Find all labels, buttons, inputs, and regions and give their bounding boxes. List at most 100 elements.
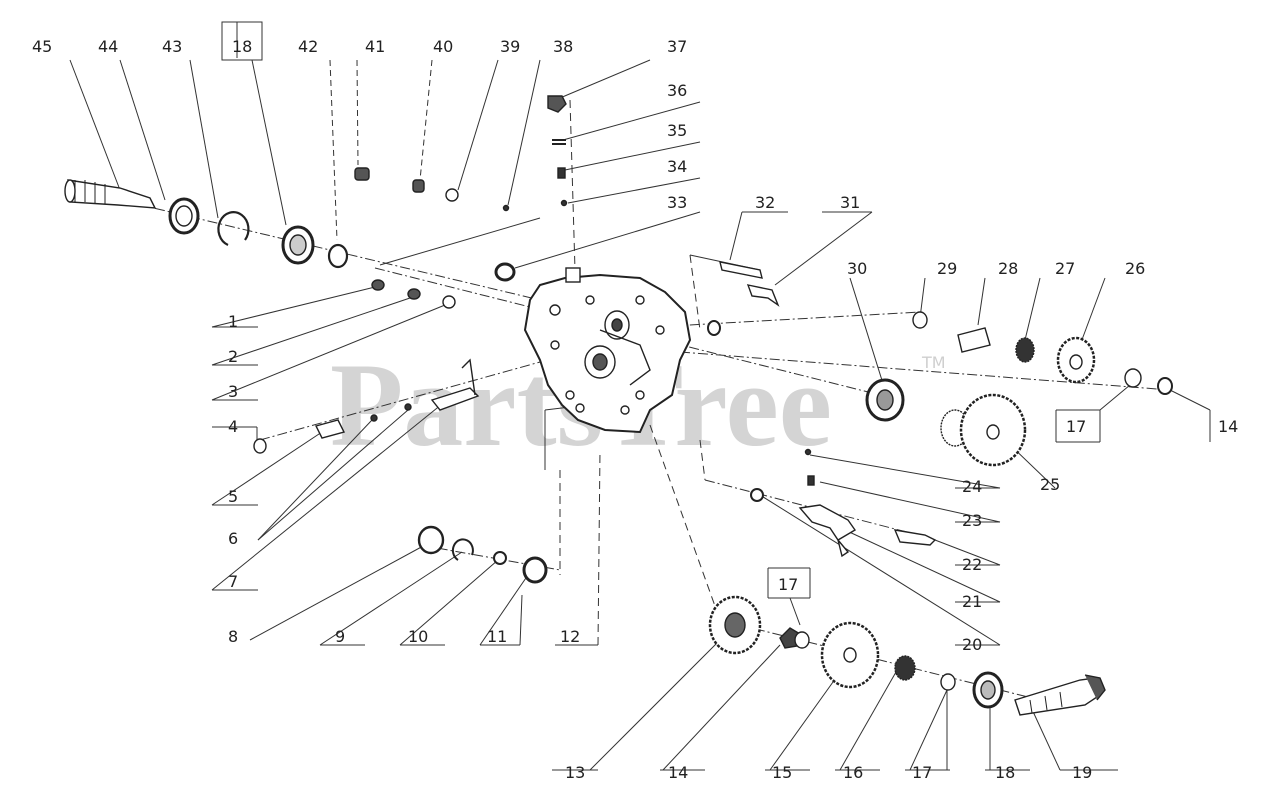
- cluster-gear-25: [940, 393, 1027, 467]
- shaft-19: [1014, 674, 1106, 716]
- callout-45: 45: [32, 37, 52, 56]
- callout-23: 23: [962, 511, 982, 530]
- callout-16: 16: [843, 763, 863, 782]
- callout-9: 9: [335, 627, 345, 646]
- shift-rod-22: [893, 529, 937, 546]
- bearing-8: [417, 525, 445, 555]
- plug-2: [407, 288, 421, 300]
- spacer-40: [412, 179, 425, 193]
- plug-1: [371, 279, 385, 291]
- callout-21: 21: [962, 592, 982, 611]
- callout-13: 13: [565, 763, 585, 782]
- callout-40: 40: [433, 37, 453, 56]
- shift-fork-31: [746, 284, 780, 307]
- washer-42: [327, 243, 349, 269]
- shift-shaft-7: [430, 387, 480, 411]
- ball-38: [502, 204, 510, 212]
- callout-20: 20: [962, 635, 982, 654]
- callout-31: 31: [840, 193, 860, 212]
- callout-43: 43: [162, 37, 182, 56]
- callout-38: 38: [553, 37, 573, 56]
- callout-17: 17: [912, 763, 932, 782]
- gear-15: [820, 621, 880, 689]
- shaft-28: [957, 327, 991, 353]
- shift-fork-21: [798, 504, 857, 541]
- callout-30: 30: [847, 259, 867, 278]
- washer-29: [912, 311, 928, 329]
- ball-34: [560, 199, 568, 207]
- callout-42: 42: [298, 37, 318, 56]
- pin-35: [557, 167, 566, 179]
- callout-17-boxed-right: 17: [1066, 417, 1086, 436]
- washer-17-bottom: [940, 673, 956, 691]
- callout-2: 2: [228, 347, 238, 366]
- parts: [64, 95, 1173, 716]
- sleeve-5: [314, 419, 346, 439]
- callout-32: 32: [755, 193, 775, 212]
- callout-18-boxed-top: 18: [232, 37, 252, 56]
- bolt-37: [547, 95, 567, 113]
- callout-35: 35: [667, 121, 687, 140]
- gear-13: [708, 595, 762, 655]
- leader-lines: [69, 21, 1211, 771]
- callout-labels: 45 44 43 18 42 41 40 39 38 37 36 35 34 3…: [32, 37, 1238, 782]
- callout-33: 33: [667, 193, 687, 212]
- washer-17-mid: [794, 631, 810, 649]
- callout-3: 3: [228, 382, 238, 401]
- callout-24: 24: [962, 477, 982, 496]
- callout-7: 7: [228, 572, 238, 591]
- spring-36: [552, 139, 566, 145]
- watermark-tm: TM: [921, 353, 946, 372]
- callout-6: 6: [228, 529, 238, 548]
- ring-32: [707, 320, 721, 336]
- retaining-ring-9: [451, 538, 474, 561]
- ball-6: [370, 414, 378, 422]
- callout-36: 36: [667, 81, 687, 100]
- callout-8: 8: [228, 627, 238, 646]
- bearing-11: [522, 556, 548, 584]
- retaining-ring-43: [217, 211, 250, 247]
- callout-29: 29: [937, 259, 957, 278]
- callout-22: 22: [962, 555, 982, 574]
- spring-23: [807, 475, 815, 486]
- callout-5: 5: [228, 487, 238, 506]
- seal-44: [168, 197, 200, 235]
- washer-20: [750, 488, 764, 502]
- gear-27: [1015, 337, 1035, 363]
- ring-14-right: [1157, 377, 1173, 395]
- callout-11: 11: [487, 627, 507, 646]
- ball-24: [804, 448, 812, 456]
- washer-17-right: [1124, 368, 1142, 388]
- ball-6b: [404, 403, 412, 411]
- plug-41: [354, 167, 370, 181]
- callout-1: 1: [228, 312, 238, 331]
- callout-34: 34: [667, 157, 687, 176]
- transmission-housing: [523, 267, 692, 434]
- callout-44: 44: [98, 37, 118, 56]
- callout-18: 18: [995, 763, 1015, 782]
- callout-10: 10: [408, 627, 428, 646]
- ring-4: [253, 438, 267, 454]
- washer-3: [442, 295, 456, 309]
- callout-37: 37: [667, 37, 687, 56]
- washer-10: [493, 551, 507, 565]
- callout-28: 28: [998, 259, 1018, 278]
- callout-4: 4: [228, 417, 238, 436]
- callout-14-boxed-right: 14: [1218, 417, 1238, 436]
- shaft-45: [64, 179, 157, 209]
- callout-15: 15: [772, 763, 792, 782]
- bushing-33: [494, 262, 516, 282]
- callout-26: 26: [1125, 259, 1145, 278]
- callout-12: 12: [560, 627, 580, 646]
- callout-14: 14: [668, 763, 688, 782]
- gear-26: [1056, 336, 1096, 384]
- callout-17-boxed-mid: 17: [778, 575, 798, 594]
- washer-39: [445, 188, 459, 202]
- box-18-top: [221, 21, 263, 61]
- callout-25: 25: [1040, 475, 1060, 494]
- callout-19: 19: [1072, 763, 1092, 782]
- callout-41: 41: [365, 37, 385, 56]
- gear-16: [894, 655, 916, 681]
